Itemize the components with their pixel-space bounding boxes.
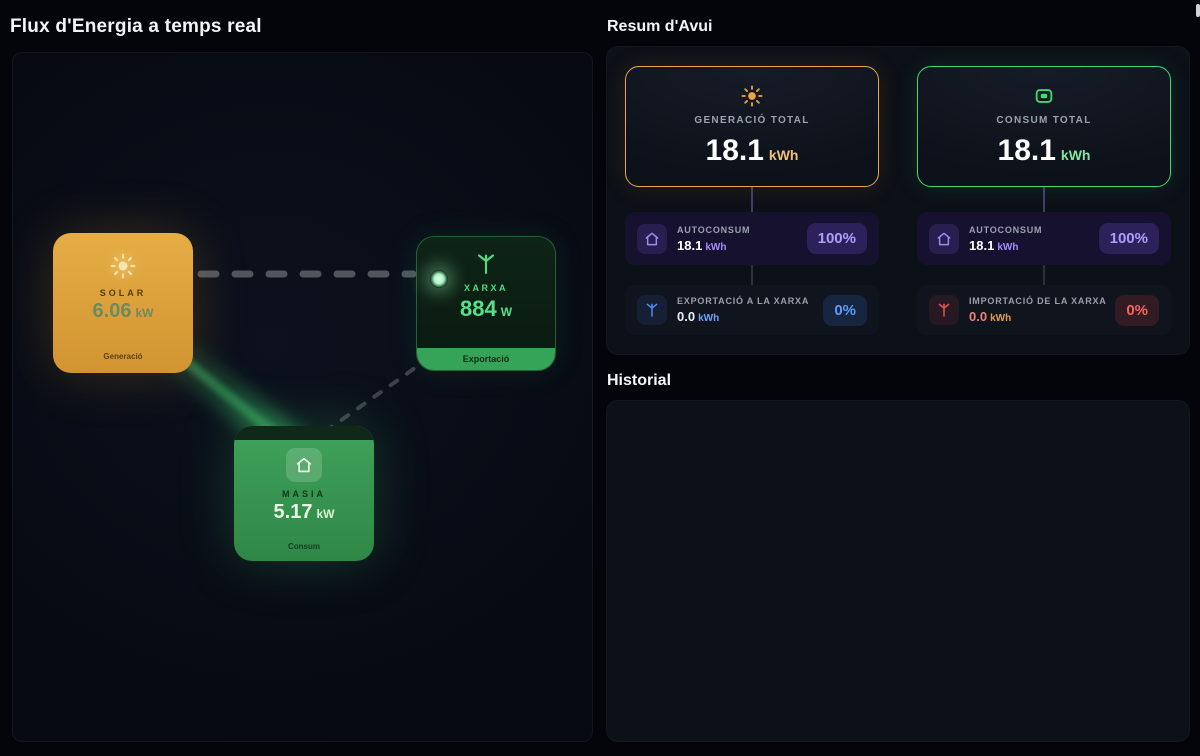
export-percent-badge: 0% [823, 294, 867, 326]
generation-total-number: 18.1 [705, 133, 764, 167]
house-icon [286, 448, 322, 482]
autoconsum-value: 18.1 kWh [677, 238, 797, 253]
energy-flow-panel: SOLAR 6.06 kW Generació XARXA 884 W [12, 52, 593, 742]
solar-value-number: 6.06 [92, 300, 132, 322]
autoconsum-number: 18.1 [969, 237, 995, 253]
import-value: 0.0 kWh [969, 309, 1105, 324]
solar-caption: Generació [103, 352, 143, 361]
export-text: EXPORTACIÓ A LA XARXA 0.0 kWh [677, 296, 813, 324]
grid-value: 884 W [460, 293, 512, 322]
home-value-number: 5.17 [273, 501, 313, 523]
autoconsum-percent-badge: 100% [806, 223, 867, 255]
summary-panel: GENERACIÓ TOTAL 18.1 kWh AUTOCONSUM 18.1 [606, 46, 1190, 355]
house-icon [637, 223, 667, 254]
import-number: 0.0 [969, 309, 988, 325]
generation-autoconsum-card: AUTOCONSUM 18.1 kWh 100% [625, 212, 879, 266]
connector-line [1043, 186, 1045, 213]
energy-flow-particle [430, 270, 448, 288]
home-value-unit: kW [316, 507, 335, 521]
generation-column: GENERACIÓ TOTAL 18.1 kWh AUTOCONSUM 18.1 [625, 66, 879, 336]
autoconsum-label: AUTOCONSUM [969, 224, 1043, 235]
battery-icon [1033, 85, 1055, 107]
consumption-total-label: CONSUM TOTAL [996, 114, 1092, 126]
autoconsum-number: 18.1 [677, 237, 703, 253]
generation-total-unit: kWh [768, 146, 799, 163]
home-label: MASIA [282, 489, 326, 499]
history-panel [606, 400, 1190, 742]
home-import-strip [234, 426, 374, 440]
flow-section-title: Flux d'Energia a temps real [10, 16, 262, 37]
history-section-title: Historial [607, 372, 672, 389]
generation-total-card: GENERACIÓ TOTAL 18.1 kWh [625, 66, 879, 187]
summary-section-title: Resum d'Avui [607, 18, 713, 35]
energy-flow-connections [152, 270, 455, 462]
house-icon [929, 223, 959, 254]
solar-value-unit: kW [135, 306, 154, 320]
autoconsum-percent-badge: 100% [1098, 223, 1159, 255]
pylon-icon [474, 252, 498, 276]
export-label: EXPORTACIÓ A LA XARXA [677, 296, 810, 307]
import-percent-badge: 0% [1115, 294, 1159, 326]
grid-value-unit: W [500, 305, 513, 319]
connector-line [1043, 265, 1045, 286]
grid-node[interactable]: XARXA 884 W Exportació [416, 236, 556, 371]
solar-label: SOLAR [99, 288, 147, 298]
autoconsum-unit: kWh [997, 241, 1019, 253]
export-card: EXPORTACIÓ A LA XARXA 0.0 kWh 0% [625, 285, 879, 336]
autoconsum-value: 18.1 kWh [969, 238, 1089, 253]
consumption-total-number: 18.1 [997, 133, 1056, 167]
consumption-column: CONSUM TOTAL 18.1 kWh AUTOCONSUM 18.1 [917, 66, 1171, 336]
generation-total-label: GENERACIÓ TOTAL [694, 114, 810, 126]
solar-node[interactable]: SOLAR 6.06 kW Generació [53, 233, 193, 373]
import-card: IMPORTACIÓ DE LA XARXA 0.0 kWh 0% [917, 285, 1171, 336]
connector-line [751, 186, 753, 213]
consumption-total-unit: kWh [1060, 146, 1091, 163]
grid-node-body: XARXA 884 W [417, 237, 555, 322]
import-label: IMPORTACIÓ DE LA XARXA [969, 296, 1107, 307]
pylon-icon [637, 295, 667, 326]
import-unit: kWh [990, 313, 1012, 325]
pylon-icon [929, 295, 959, 326]
export-value: 0.0 kWh [677, 309, 813, 324]
sun-icon [741, 85, 763, 107]
import-text: IMPORTACIÓ DE LA XARXA 0.0 kWh [969, 296, 1107, 324]
export-number: 0.0 [677, 309, 696, 325]
connector-line [751, 265, 753, 286]
consumption-total-value: 18.1 kWh [998, 134, 1091, 168]
autoconsum-text: AUTOCONSUM 18.1 kWh [969, 225, 1089, 253]
solar-value: 6.06 kW [93, 298, 154, 323]
consumption-autoconsum-card: AUTOCONSUM 18.1 kWh 100% [917, 212, 1171, 266]
autoconsum-label: AUTOCONSUM [677, 224, 751, 235]
generation-total-value: 18.1 kWh [706, 134, 799, 168]
grid-label: XARXA [463, 283, 508, 293]
grid-value-number: 884 [459, 296, 497, 321]
home-value: 5.17 kW [274, 499, 335, 524]
home-node[interactable]: MASIA 5.17 kW Consum [234, 426, 374, 561]
autoconsum-text: AUTOCONSUM 18.1 kWh [677, 225, 797, 253]
home-caption: Consum [288, 542, 320, 551]
grid-export-strip: Exportació [417, 348, 555, 370]
sun-icon [110, 253, 136, 279]
autoconsum-unit: kWh [705, 241, 727, 253]
consumption-total-card: CONSUM TOTAL 18.1 kWh [917, 66, 1171, 187]
scrollbar-thumb[interactable] [1196, 4, 1200, 17]
export-unit: kWh [698, 313, 720, 325]
